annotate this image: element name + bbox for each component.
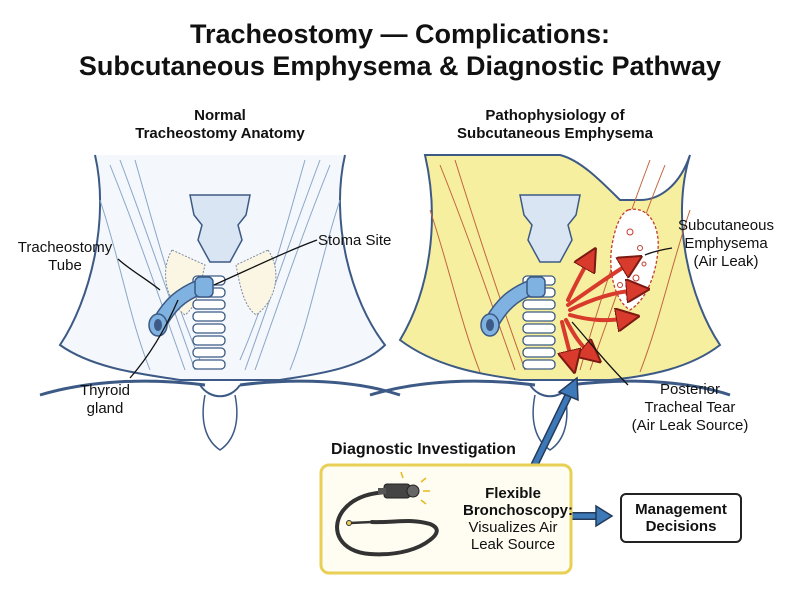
tear-label-line-1: Posterior: [659, 381, 721, 398]
emphysema-label-line-2: Emphysema: [684, 235, 768, 252]
left-clavicle: [39, 379, 206, 397]
tube-label-line-2: Tube: [48, 257, 82, 274]
thyroid-leader-line: [129, 299, 179, 379]
tear-label: Posterior Tracheal Tear (Air Leak Source…: [620, 381, 760, 435]
stoma-leader-line: [213, 239, 318, 286]
thyroid-label-line-2: gland: [86, 400, 124, 417]
bronchoscopy-text: Flexible Bronchoscopy: Visualizes Air Le…: [463, 485, 574, 553]
right-title-line-2: Subcutaneous Emphysema: [457, 125, 653, 142]
tube-label: Tracheostomy Tube: [10, 239, 120, 275]
bronchoscopy-method: Flexible Bronchoscopy:: [463, 485, 574, 519]
air-leak-arrows: [562, 258, 638, 362]
bronchoscopy-desc-line-2: Leak Source: [470, 536, 556, 553]
management-line-2: Decisions: [645, 518, 717, 535]
stoma-label: Stoma Site: [318, 232, 391, 250]
neck-muscles: [99, 159, 341, 371]
bronchoscopy-desc-line-1: Visualizes Air: [468, 519, 558, 536]
left-title-line-1: Normal: [194, 107, 246, 124]
neck-outline: [58, 154, 387, 381]
thyroid-label-line-1: Thyroid: [79, 382, 131, 399]
trachea-emphysema: [522, 275, 556, 370]
emphysema-neck-illustration: [369, 154, 731, 451]
tear-label-line-3: (Air Leak Source): [631, 417, 749, 434]
tube-label-line-1: Tracheostomy: [17, 239, 113, 256]
right-panel-title: Pathophysiology of Subcutaneous Emphysem…: [425, 107, 685, 143]
title-line-1: Tracheostomy — Complications:: [189, 19, 611, 49]
left-panel-title: Normal Tracheostomy Anatomy: [105, 107, 335, 143]
emphysema-label-line-1: Subcutaneous: [678, 217, 774, 234]
thyroid-right-lobe: [235, 249, 277, 316]
tracheostomy-tube: [148, 276, 214, 337]
diagnostic-title: Diagnostic Investigation: [331, 441, 516, 458]
normal-neck-illustration: [39, 154, 401, 451]
management-line-1: Management: [635, 501, 727, 518]
emphysema-label: Subcutaneous Emphysema (Air Leak): [664, 217, 788, 271]
title-line-2: Subcutaneous Emphysema & Diagnostic Path…: [78, 51, 722, 81]
bronchoscope-icon: [335, 471, 439, 557]
emphysema-leader-line: [644, 247, 673, 256]
left-title-line-2: Tracheostomy Anatomy: [135, 125, 305, 142]
right-title-line-1: Pathophysiology of: [485, 107, 625, 124]
page-title: Tracheostomy — Complications: Subcutaneo…: [0, 18, 800, 82]
tube-leader-line: [117, 258, 161, 291]
flow-arrow-to-tear: [528, 376, 579, 474]
tear-leader-line: [571, 321, 629, 386]
thyroid-label: Thyroid gland: [65, 382, 145, 418]
tracheostomy-tube-emphysema: [480, 276, 546, 337]
emphysema-label-line-3: (Air Leak): [693, 253, 759, 270]
tear-label-line-2: Tracheal Tear: [644, 399, 736, 416]
management-decisions-box: Management Decisions: [620, 493, 742, 543]
stoma-label-text: Stoma Site: [318, 232, 392, 249]
larynx: [189, 194, 251, 263]
